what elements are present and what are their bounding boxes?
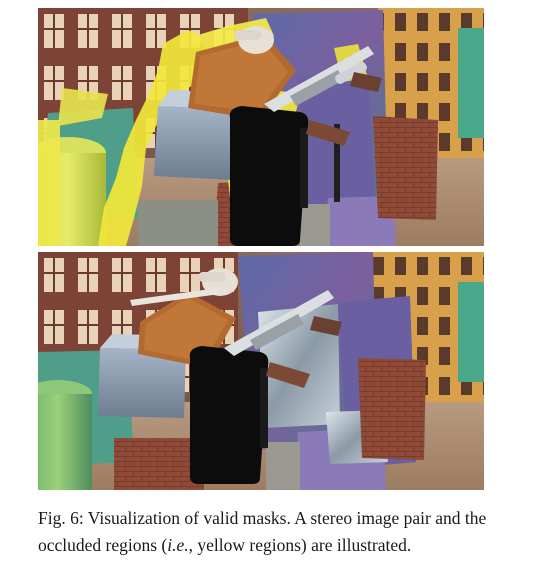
caption-text-part-2: , yellow regions) are illustrated. (188, 535, 412, 555)
caption-emphasis: i.e. (167, 535, 189, 555)
figure-caption: Fig. 6: Visualization of valid masks. A … (38, 505, 508, 559)
stereo-right-image (38, 252, 484, 490)
rifle-object (264, 46, 382, 146)
stereo-left-image (38, 8, 484, 246)
right-view-scene (38, 252, 484, 490)
figure-label: Fig. 6: (38, 508, 84, 528)
caption-text-part-1: Visualization of valid masks. A stereo i… (38, 508, 487, 555)
left-view-scene (38, 8, 484, 246)
rifle-object (224, 290, 342, 388)
